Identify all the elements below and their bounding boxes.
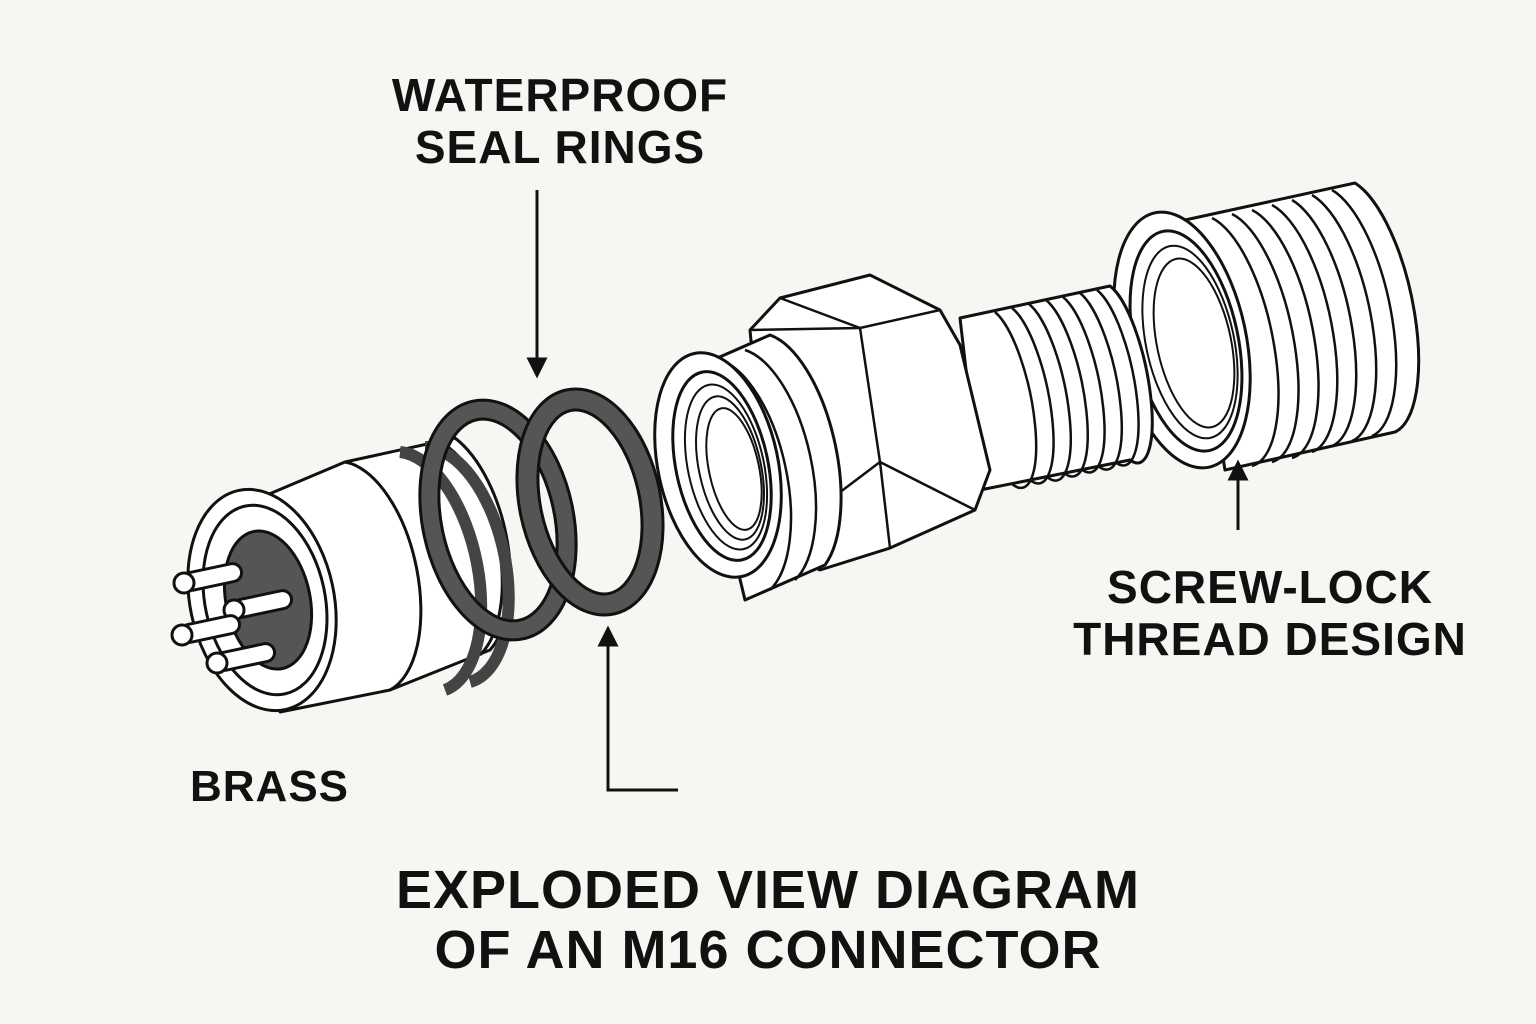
seal-rings-label: WATERPROOF SEAL RINGS <box>330 69 790 173</box>
seal-ring-inner <box>418 398 578 642</box>
screw-lock-label-line2: THREAD DESIGN <box>1073 612 1467 665</box>
screw-lock-label: SCREW-LOCK THREAD DESIGN <box>1040 561 1500 665</box>
seal-rings-label-line1: WATERPROOF <box>391 69 729 121</box>
diagram-title-line2: OF AN M16 CONNECTOR <box>434 920 1102 981</box>
front-collar <box>653 333 843 602</box>
brass-contact-pins <box>170 562 294 675</box>
seal-rings-label-line2: SEAL RINGS <box>414 120 706 173</box>
diagram-title-line1: EXPLODED VIEW DIAGRAM <box>395 860 1141 920</box>
seal-ring-leader-arrow <box>597 625 678 792</box>
screw-lock-label-line1: SCREW-LOCK <box>1107 561 1433 613</box>
screw-lock-sleeve <box>1112 181 1421 472</box>
seal-ring-outer <box>515 387 665 617</box>
diagram-title: EXPLODED VIEW DIAGRAM OF AN M16 CONNECTO… <box>268 860 1268 981</box>
threaded-shaft <box>958 284 1154 492</box>
brass-label: BRASS <box>190 762 350 811</box>
